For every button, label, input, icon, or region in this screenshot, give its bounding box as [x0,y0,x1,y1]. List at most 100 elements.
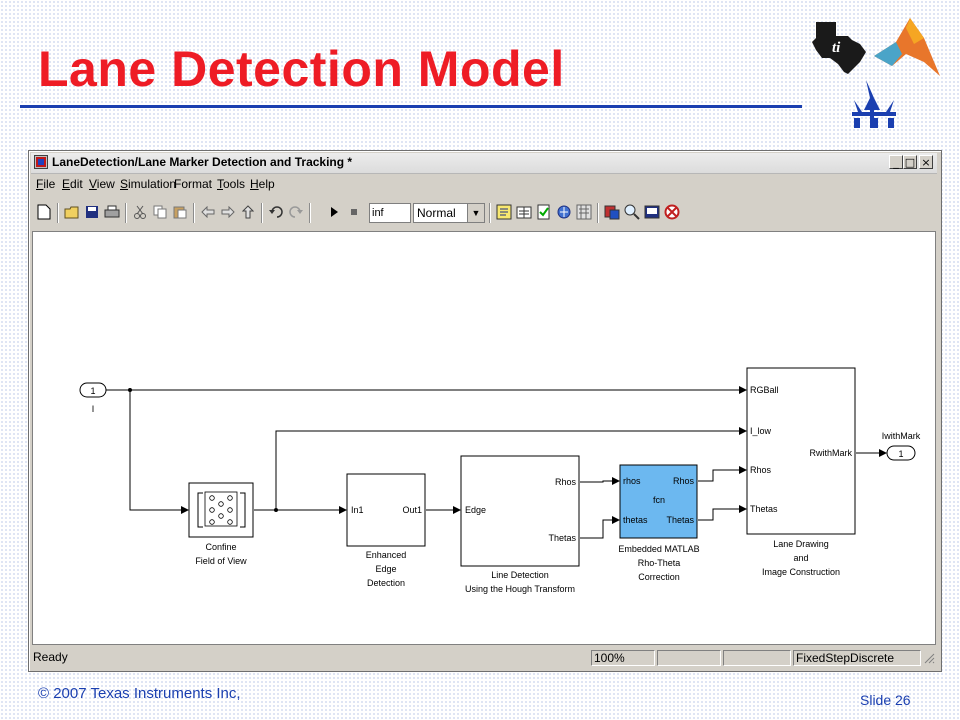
copy-icon[interactable] [151,203,169,221]
target-icon[interactable] [663,203,681,221]
signal-corrected-rhos[interactable] [698,466,747,482]
grid-icon [209,495,233,525]
toolbar-separator [193,203,195,223]
simulation-mode-select[interactable]: Normal ▼ [413,203,485,223]
status-state: Ready [33,650,68,664]
menu-tools[interactable]: Tools [217,177,245,191]
enhanced-label-line2: Edge [375,564,396,574]
enhanced-edge-detection-block[interactable]: In1 Out1 [346,473,426,547]
matlab-label-line1: Embedded MATLAB [618,544,699,554]
matlab-center-label: fcn [653,495,665,505]
cut-icon[interactable] [131,203,149,221]
signal-rhos[interactable] [580,477,620,485]
confine-fov-block[interactable] [188,482,254,538]
debug-icon[interactable] [535,203,553,221]
drawing-in2-port-label: I_low [750,426,772,436]
scope-icon[interactable] [643,203,661,221]
redo-icon[interactable] [287,203,305,221]
hough-out1-port-label: Rhos [555,477,577,487]
signal-thetas[interactable] [580,516,620,539]
branch-point [128,388,132,392]
menu-simulation[interactable]: Simulation [120,177,176,191]
matlab-out2-port-label: Thetas [666,515,694,525]
hough-in-port-label: Edge [465,505,486,515]
menu-help-label: elp [258,177,275,191]
matlab-in2-port-label: thetas [623,515,648,525]
status-empty-1 [657,650,721,666]
signal-lines [106,386,887,539]
signal-corrected-thetas[interactable] [698,505,747,521]
title-underline [20,105,802,108]
menu-file[interactable]: File [36,177,55,191]
slide-title: Lane Detection Model [38,41,565,97]
matlab-logo-icon [874,18,940,76]
minimize-button[interactable]: _ [889,155,903,169]
outport-block[interactable]: 1 [886,445,916,461]
model-advisor-icon[interactable] [575,203,593,221]
menu-file-label: ile [43,177,56,191]
forward-icon[interactable] [219,203,237,221]
menu-help-accel: H [250,177,259,191]
menu-format-label: Format [174,177,213,191]
maximize-button[interactable]: □ [903,155,917,169]
zoom-icon[interactable] [623,203,641,221]
play-icon[interactable] [325,203,343,221]
up-icon[interactable] [239,203,257,221]
menu-help[interactable]: Help [250,177,275,191]
university-emblem-icon [852,80,896,128]
inport-number: 1 [90,386,95,396]
stop-time-input[interactable] [369,203,411,223]
explorer-icon[interactable] [555,203,573,221]
menu-file-accel: F [36,177,44,191]
toolbar-separator [261,203,263,223]
paste-icon[interactable] [171,203,189,221]
embedded-matlab-block[interactable]: rhos thetas fcn Rhos Thetas [619,464,698,539]
menu-view-label: iew [96,177,115,191]
open-icon[interactable] [63,203,81,221]
menu-view[interactable]: View [89,177,115,191]
drawing-label-line3: Image Construction [762,567,840,577]
confine-label-line1: Confine [205,542,236,552]
slide-number: Slide 26 [860,692,911,708]
matlab-label-line2: Rho-Theta [638,558,681,568]
inport-block[interactable]: 1 [79,382,107,398]
toolbar-separator [125,203,127,223]
simulation-mode-value: Normal [417,206,456,220]
menu-edit[interactable]: Edit [62,177,83,191]
library-icon[interactable] [515,203,533,221]
model-canvas[interactable]: 1 I [32,231,936,645]
menu-tools-label: ools [223,177,246,191]
build-icon[interactable] [495,203,513,221]
simulink-window: LaneDetection/Lane Marker Detection and … [28,150,942,672]
lane-drawing-block[interactable]: RGBall I_low Rhos Thetas RwithMark [746,367,856,535]
menu-tools-accel: T [217,177,223,191]
menu-format[interactable]: Format [174,177,212,191]
undo-icon[interactable] [267,203,285,221]
signal-to-confine[interactable] [129,390,189,514]
svg-text:ti: ti [832,40,841,56]
find-icon[interactable] [603,203,621,221]
menu-edit-accel: E [62,177,71,191]
stop-icon[interactable] [345,203,363,221]
logos: ti [812,18,940,128]
matlab-label-line3: Correction [638,572,680,582]
menu-bar: File Edit View Simulation Format Tools H… [31,175,937,193]
menu-edit-label: dit [70,177,83,191]
close-button[interactable]: × [919,155,933,169]
back-icon[interactable] [199,203,217,221]
toolbar: Normal ▼ [31,199,937,229]
matlab-out1-port-label: Rhos [673,476,695,486]
resize-grip-icon[interactable] [923,652,935,664]
drawing-in3-port-label: Rhos [750,465,772,475]
enhanced-label-line3: Detection [367,578,405,588]
new-icon[interactable] [35,203,53,221]
chevron-down-icon[interactable]: ▼ [467,204,484,222]
save-icon[interactable] [83,203,101,221]
drawing-in1-port-label: RGBall [750,385,779,395]
toolbar-separator [597,203,599,223]
print-icon[interactable] [103,203,121,221]
signal-ilow[interactable] [275,427,747,510]
hough-transform-block[interactable]: Edge Rhos Thetas [460,455,580,567]
window-titlebar[interactable]: LaneDetection/Lane Marker Detection and … [31,153,937,174]
status-empty-2 [723,650,791,666]
